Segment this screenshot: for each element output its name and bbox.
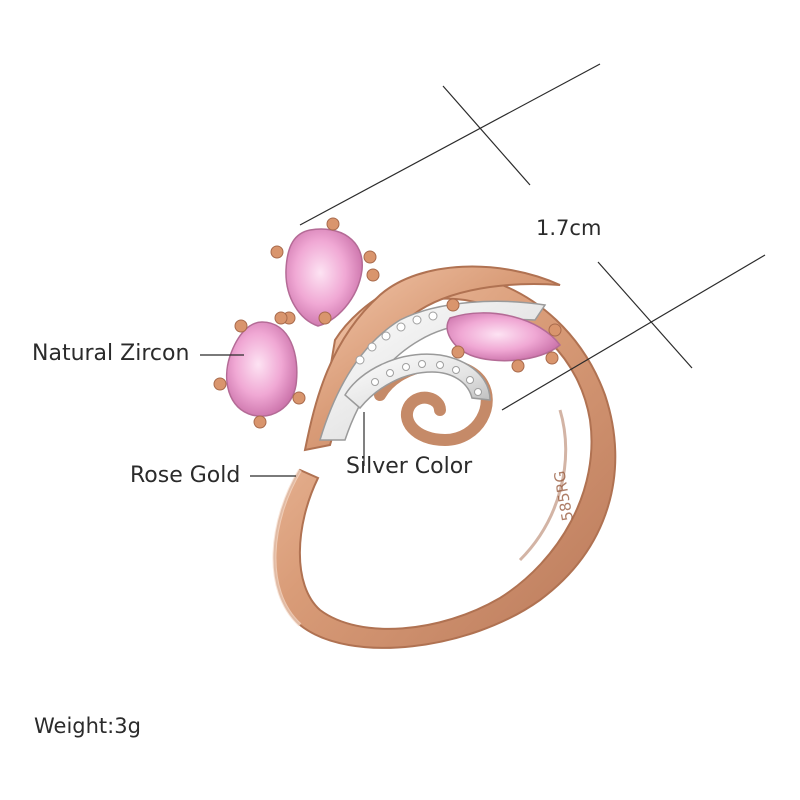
leader-lines xyxy=(200,354,365,477)
silver-pave xyxy=(318,300,547,441)
ring-band xyxy=(272,272,617,649)
size-dimension xyxy=(299,63,766,411)
zircon-stone-left xyxy=(213,311,306,429)
weight-label: Weight:3g xyxy=(34,714,141,738)
silver-color-label: Silver Color xyxy=(346,454,473,479)
engraving-mark: 585RG xyxy=(550,469,577,522)
zircon-stone-right xyxy=(446,298,562,373)
rose-gold-label: Rose Gold xyxy=(130,463,241,488)
natural-zircon-label: Natural Zircon xyxy=(32,341,190,366)
zircon-stone-top xyxy=(270,217,380,327)
size-label: 1.7cm xyxy=(536,216,602,240)
